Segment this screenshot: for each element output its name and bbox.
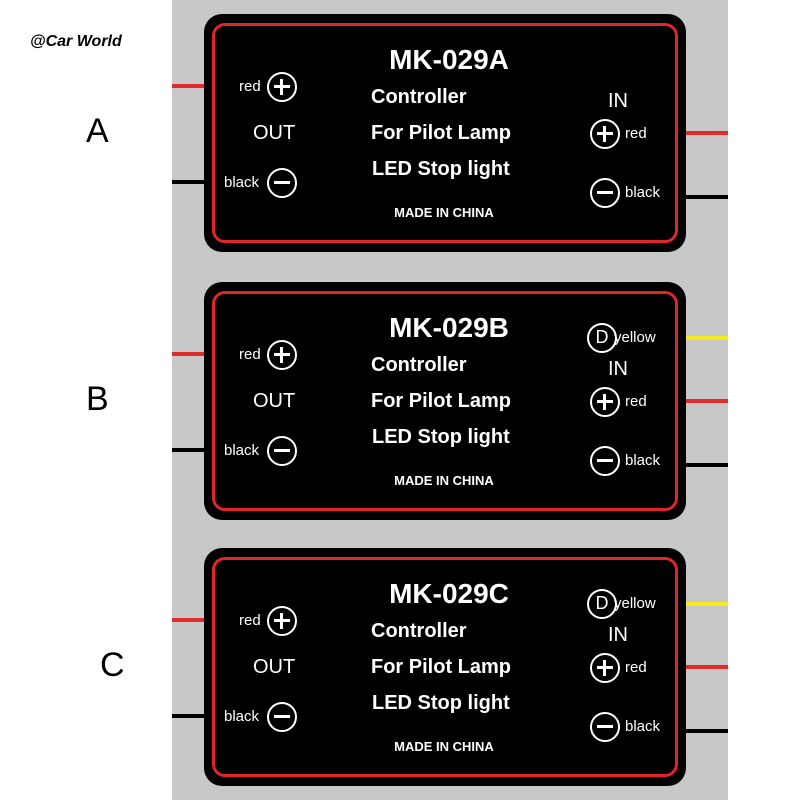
in-black-label: black <box>625 452 661 469</box>
out-black-label: black <box>224 442 260 459</box>
description-line: Controller <box>371 620 467 642</box>
out-black-label: black <box>224 174 260 191</box>
description-line: For Pilot Lamp <box>371 122 511 144</box>
out-black-wire <box>172 180 212 184</box>
plus-icon <box>590 653 620 683</box>
in-red-label: red <box>625 393 647 410</box>
plus-icon <box>590 119 620 149</box>
minus-icon <box>267 168 297 198</box>
plus-icon <box>267 72 297 102</box>
minus-icon <box>590 178 620 208</box>
out-label: OUT <box>253 122 296 144</box>
plus-icon <box>267 606 297 636</box>
d-icon: D <box>587 323 617 353</box>
out-label: OUT <box>253 390 296 412</box>
in-red-label: red <box>625 125 647 142</box>
module-border <box>212 291 678 511</box>
in-red-wire <box>680 131 728 135</box>
module-border <box>212 23 678 243</box>
model-number: MK-029C <box>389 578 509 609</box>
d-icon: D <box>587 589 617 619</box>
row-label: C <box>100 646 125 684</box>
description-line: LED Stop light <box>372 692 510 714</box>
in-black-wire <box>680 729 728 733</box>
out-red-wire <box>172 352 212 356</box>
made-in-label: MADE IN CHINA <box>394 205 494 220</box>
description-line: Controller <box>371 86 467 108</box>
in-label: IN <box>608 90 628 112</box>
out-black-wire <box>172 448 212 452</box>
out-red-label: red <box>239 612 261 629</box>
out-red-wire <box>172 618 212 622</box>
in-black-label: black <box>625 718 661 735</box>
in-black-wire <box>680 195 728 199</box>
minus-icon <box>590 712 620 742</box>
description-line: For Pilot Lamp <box>371 390 511 412</box>
description-line: LED Stop light <box>372 426 510 448</box>
in-red-label: red <box>625 659 647 676</box>
in-yellow-wire <box>680 336 728 340</box>
in-black-wire <box>680 463 728 467</box>
in-yellow-wire <box>680 602 728 606</box>
in-red-wire <box>680 399 728 403</box>
in-label: IN <box>608 358 628 380</box>
out-red-label: red <box>239 78 261 95</box>
out-label: OUT <box>253 656 296 678</box>
in-black-label: black <box>625 184 661 201</box>
watermark: @Car World <box>30 33 122 50</box>
description-line: LED Stop light <box>372 158 510 180</box>
model-number: MK-029B <box>389 312 509 343</box>
minus-icon <box>267 702 297 732</box>
model-number: MK-029A <box>389 44 509 75</box>
out-red-label: red <box>239 346 261 363</box>
plus-icon <box>590 387 620 417</box>
in-yellow-label: yellow <box>614 329 656 346</box>
made-in-label: MADE IN CHINA <box>394 473 494 488</box>
in-red-wire <box>680 665 728 669</box>
made-in-label: MADE IN CHINA <box>394 739 494 754</box>
description-line: Controller <box>371 354 467 376</box>
plus-icon <box>267 340 297 370</box>
row-label: B <box>86 380 109 418</box>
minus-icon <box>590 446 620 476</box>
minus-icon <box>267 436 297 466</box>
in-yellow-label: yellow <box>614 595 656 612</box>
out-black-wire <box>172 714 212 718</box>
row-label: A <box>86 112 109 150</box>
out-black-label: black <box>224 708 260 725</box>
out-red-wire <box>172 84 212 88</box>
in-label: IN <box>608 624 628 646</box>
description-line: For Pilot Lamp <box>371 656 511 678</box>
module-border <box>212 557 678 777</box>
